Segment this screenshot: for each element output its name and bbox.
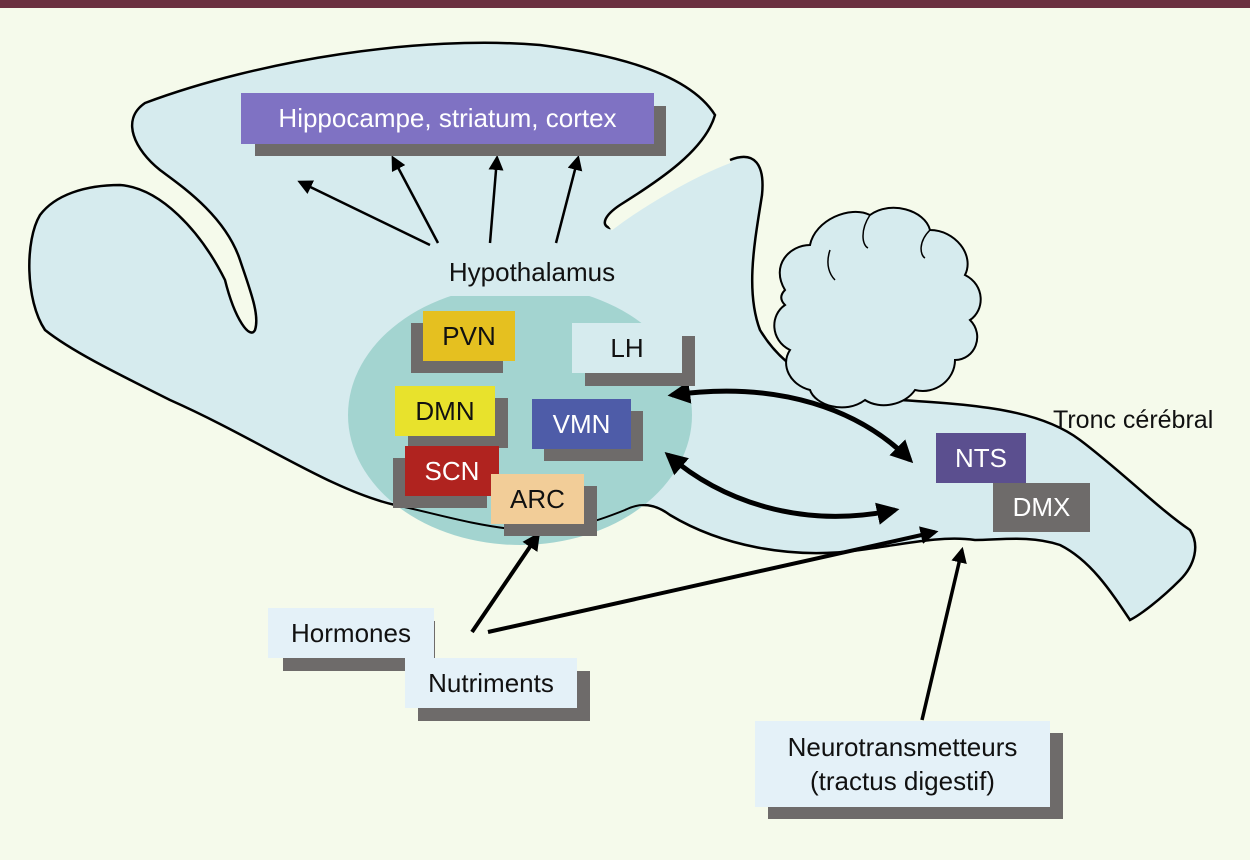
brainstem-label: Tronc cérébral: [1053, 406, 1214, 434]
cerebellum: [773, 206, 982, 409]
nucleus-arc: ARC: [491, 474, 584, 524]
hypothalamus-label: Hypothalamus: [432, 249, 632, 296]
neurotransmitters-line-2: (tractus digestif): [810, 766, 995, 796]
top-border: [0, 0, 1250, 8]
nucleus-pvn: PVN: [423, 311, 515, 361]
nucleus-scn: SCN: [405, 446, 499, 496]
input-nutriments: Nutriments: [405, 658, 577, 708]
cortex-group-label: Hippocampe, striatum, cortex: [241, 93, 654, 144]
input-neurotransmitters: Neurotransmetteurs (tractus digestif): [755, 721, 1050, 807]
nucleus-nts: NTS: [936, 433, 1026, 483]
nucleus-lh: LH: [572, 323, 682, 373]
input-hormones: Hormones: [268, 608, 434, 658]
nucleus-vmn: VMN: [532, 399, 631, 449]
neurotransmitters-line-1: Neurotransmetteurs: [787, 732, 1018, 762]
nucleus-dmn: DMN: [395, 386, 495, 436]
nucleus-dmx: DMX: [993, 483, 1090, 532]
